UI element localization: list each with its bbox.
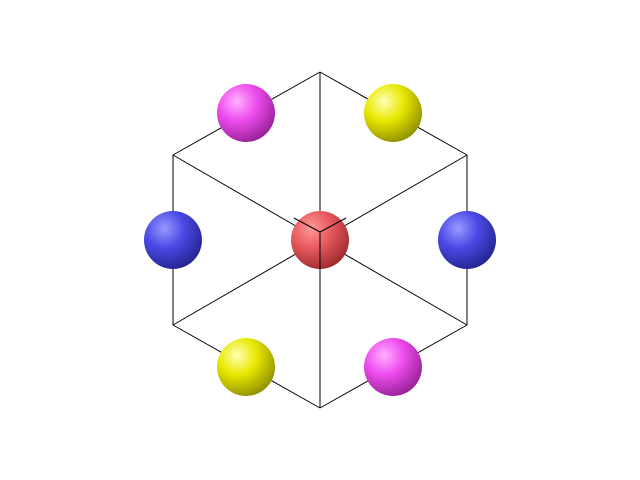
blue-sphere-left [144, 211, 202, 269]
magenta-sphere-top-left [217, 84, 275, 142]
spheres [144, 84, 496, 396]
yellow-sphere-top-right [364, 84, 422, 142]
front-spoke-right [319, 217, 347, 233]
front-edges [293, 217, 347, 269]
magenta-sphere-bottom-right [364, 338, 422, 396]
front-spoke-left [293, 217, 321, 233]
yellow-sphere-bottom-left [217, 338, 275, 396]
blue-sphere-right [438, 211, 496, 269]
